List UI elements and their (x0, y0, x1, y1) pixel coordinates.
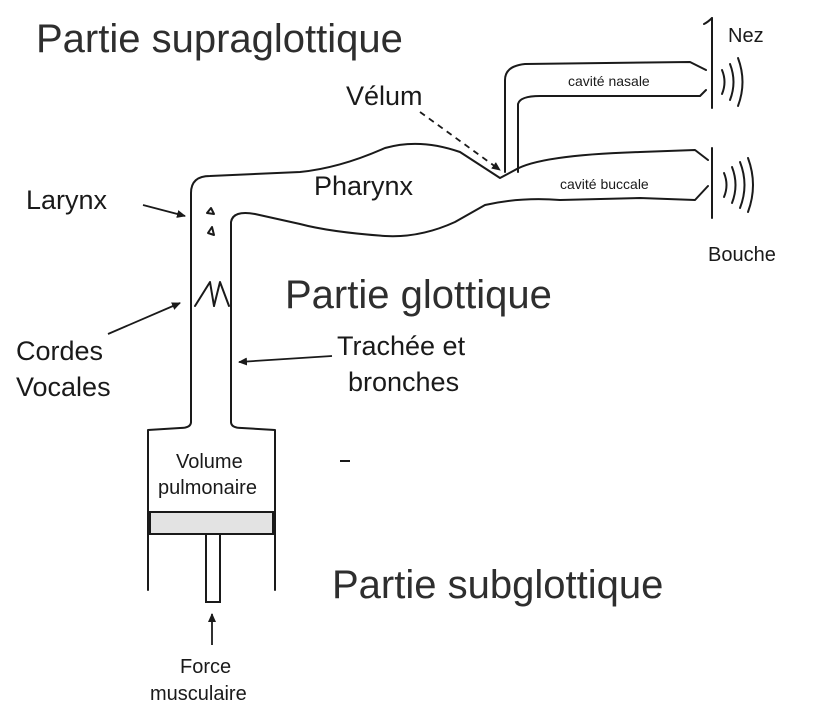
nose-label: Nez (728, 25, 764, 47)
larynx-mark-lower (207, 226, 215, 236)
face-outline-top (703, 17, 713, 25)
oral-sound-waves (723, 157, 754, 213)
vocal-cords-arrow (107, 302, 181, 335)
piston-plate (149, 511, 274, 535)
larynx-arrow (142, 204, 186, 218)
velum-pointer (419, 111, 501, 171)
nasal-sound-waves (721, 57, 744, 107)
trachea-label-line1: Trachée et (337, 331, 466, 361)
supraglottic-title: Partie supraglottique (36, 17, 403, 61)
vocal-cords-left (194, 281, 215, 307)
lung-volume-label-line2: pulmonaire (158, 477, 257, 499)
nasal-cavity-outline (504, 61, 707, 173)
velum-label: Vélum (346, 81, 423, 111)
vocal-tract-upper-wall (190, 142, 709, 423)
muscle-force-label-line1: Force (180, 656, 231, 678)
mouth-label: Bouche (708, 244, 776, 266)
lung-chamber (147, 421, 276, 591)
lung-volume-label-line1: Volume (176, 451, 243, 473)
vocal-cords-label-line2: Vocales (16, 372, 111, 402)
trachea-arrow (238, 355, 333, 366)
piston-rod (205, 533, 221, 603)
pharynx-label: Pharynx (314, 171, 414, 201)
oral-cavity-label: cavité buccale (560, 176, 649, 192)
larynx-mark-upper (206, 207, 215, 215)
muscle-force-label-line2: musculaire (150, 683, 247, 705)
larynx-label: Larynx (26, 185, 108, 215)
glottic-title: Partie glottique (285, 273, 552, 317)
trachea-label-line2: bronches (348, 367, 459, 397)
vocal-cords-label-line1: Cordes (16, 336, 103, 366)
subglottic-title: Partie subglottique (332, 563, 663, 607)
vocal-tract-lower-wall (230, 185, 709, 423)
vocal-cords-right (213, 281, 230, 307)
nasal-cavity-label: cavité nasale (568, 73, 650, 89)
